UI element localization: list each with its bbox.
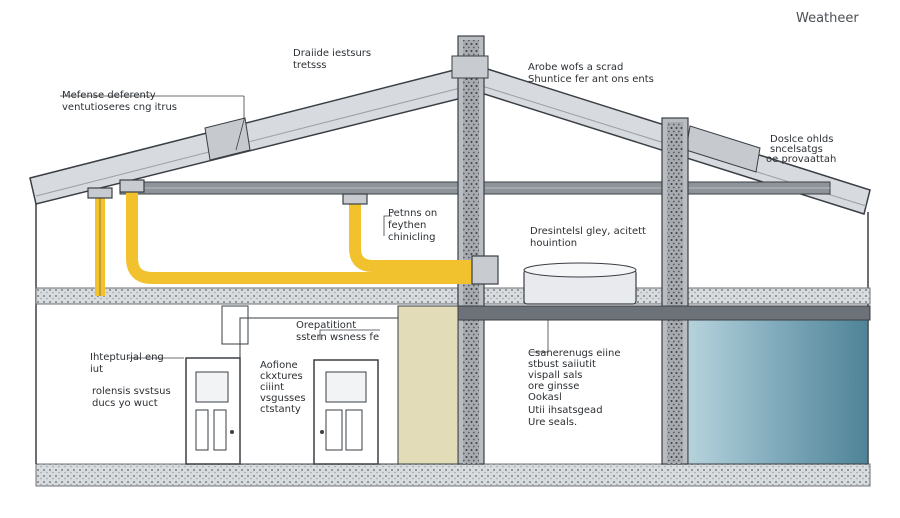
central-column: [451, 35, 489, 465]
water-panel: [687, 319, 869, 465]
hvac-unit: [523, 262, 637, 305]
insulation-layer: [35, 287, 871, 305]
label-center-low-b: Aofione ckxtures ciiint vsgusses ctstant…: [260, 360, 309, 415]
label-left-upper: Mefense deferenty ventutioseres cng itru…: [62, 90, 177, 113]
label-top-center: Draiide iestsurs tretsss: [293, 48, 374, 71]
duct-system: [87, 179, 499, 296]
wall-panel: [397, 305, 459, 465]
leader-lines: [60, 95, 549, 359]
ground-slab: [35, 463, 871, 487]
label-left-low-a: Ihtepturjal eng iut: [90, 352, 167, 375]
label-right-mid: Dresintelsl gley, acitett houintion: [530, 226, 649, 249]
door-icon[interactable]: [313, 359, 379, 465]
unit-tray: [445, 305, 871, 321]
door-icon[interactable]: [185, 357, 241, 465]
label-center-low: Orepatitiont sstern wsness fe: [296, 320, 379, 343]
cabinet: [221, 305, 249, 345]
label-right-roof: Doslce ohlds sncelsatgs oe provaattah: [766, 134, 837, 165]
brand-logo: Weatheer: [796, 11, 859, 26]
roof-left: [29, 65, 488, 205]
label-right-low: Csanerenugs eiine stbust saiiutit vispal…: [528, 348, 624, 428]
label-center-mid: Petnns on feythen chinicling: [388, 208, 440, 243]
label-top-right: Arobe wofs a scrad Shuntice fer ant ons …: [528, 62, 654, 85]
right-column: [661, 117, 689, 465]
label-left-low-b: rolensis svstsus ducs yo wuct: [92, 386, 174, 409]
